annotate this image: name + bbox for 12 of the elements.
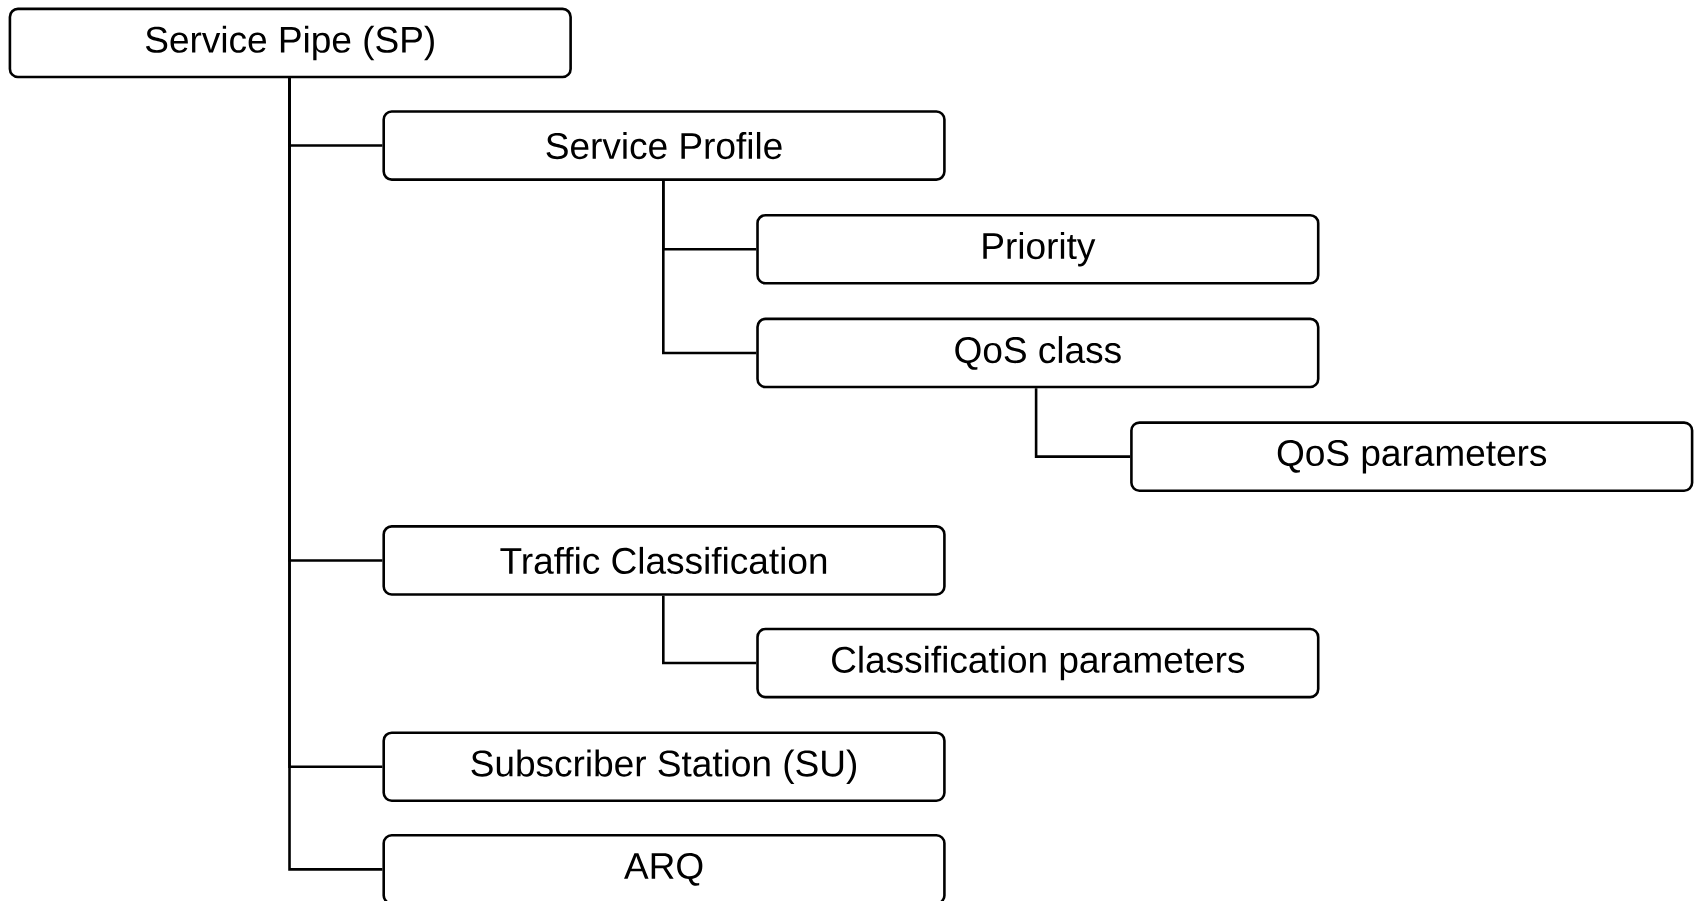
tree-box: QoS parameters (1130, 421, 1694, 492)
connector-line (662, 595, 757, 665)
tree-box: Traffic Classification (382, 525, 946, 596)
connector-line (1034, 388, 1131, 458)
connector-line (662, 180, 757, 355)
tree-box: ARQ (382, 834, 946, 901)
tree-box: Service Profile (382, 110, 946, 181)
tree-box: Subscriber Station (SU) (382, 731, 946, 803)
tree-box: Priority (756, 213, 1320, 285)
tree-box: Service Pipe (SP) (8, 7, 572, 79)
tree-box: Classification parameters (756, 627, 1320, 699)
tree-box: QoS class (756, 317, 1320, 389)
